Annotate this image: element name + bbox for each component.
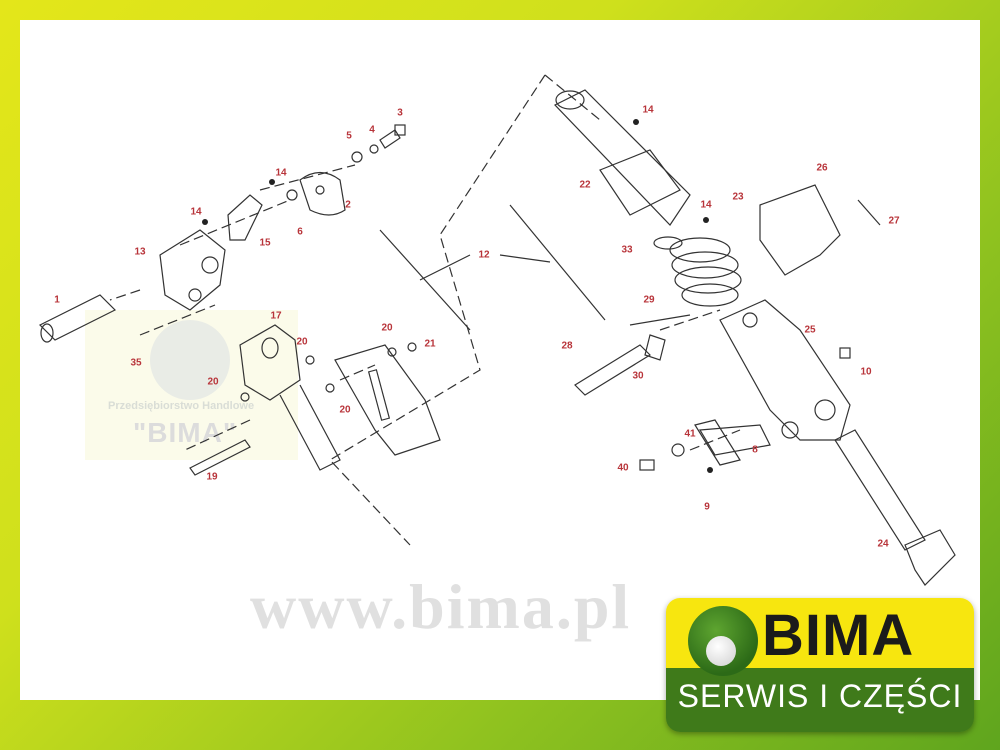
- label-17: 17: [270, 310, 282, 322]
- watermark-logo: [150, 320, 230, 400]
- leader-12b: [509, 204, 606, 321]
- label-20: 20: [207, 376, 219, 388]
- bima-logo: BIMA SERWIS I CZĘŚCI: [666, 598, 974, 732]
- part-17-clevis: [239, 324, 341, 471]
- part-3-bolt: [379, 124, 406, 149]
- part-14-grease-nipples: [202, 119, 713, 473]
- assembly-dashed-lines: [109, 74, 741, 546]
- label-5: 5: [346, 130, 352, 142]
- watermark-url: www.bima.pl: [250, 571, 632, 642]
- label-12: 12: [478, 249, 490, 261]
- label-29: 29: [643, 294, 655, 306]
- part-5-washer: [351, 151, 363, 163]
- label-15: 15: [259, 237, 271, 249]
- label-20: 20: [381, 322, 393, 334]
- part-15-pin: [227, 194, 263, 241]
- part-10-bolt: [839, 347, 851, 359]
- logo-name: BIMA: [762, 603, 915, 668]
- part-28-pin: [574, 344, 651, 396]
- label-14: 14: [642, 104, 654, 116]
- label-9: 9: [704, 501, 710, 513]
- label-26: 26: [816, 162, 828, 174]
- label-28: 28: [561, 340, 573, 352]
- label-24: 24: [877, 538, 889, 550]
- label-1: 1: [54, 294, 60, 306]
- watermark-name: "BIMA": [133, 417, 238, 448]
- label-13: 13: [134, 246, 146, 258]
- label-35: 35: [130, 357, 142, 369]
- label-33: 33: [621, 244, 633, 256]
- part-29-pin: [629, 314, 691, 326]
- label-14: 14: [700, 199, 712, 211]
- label-40: 40: [617, 462, 629, 474]
- leader-12a: [379, 229, 471, 331]
- label-20: 20: [296, 336, 308, 348]
- label-19: 19: [206, 471, 218, 483]
- part-24-bolt: [834, 429, 956, 586]
- label-14: 14: [190, 206, 202, 218]
- part-1-pin: [38, 294, 117, 343]
- label-20: 20: [339, 404, 351, 416]
- part-26-cover: [759, 184, 841, 276]
- part-4-washer: [369, 144, 379, 154]
- label-6: 6: [297, 226, 303, 238]
- part-19-bolt: [189, 439, 251, 476]
- label-23: 23: [732, 191, 744, 203]
- part-6-washer: [286, 189, 298, 201]
- part-40-bolt: [639, 459, 655, 471]
- label-2: 2: [345, 199, 351, 211]
- label-22: 22: [579, 179, 591, 191]
- label-4: 4: [369, 124, 375, 136]
- part-30-clip: [644, 334, 666, 361]
- part-13-clevis: [159, 229, 226, 311]
- logo-tagline: SERWIS I CZĘŚCI: [677, 678, 963, 714]
- label-8: 8: [752, 444, 758, 456]
- part-8-pin: [694, 419, 771, 466]
- label-25: 25: [804, 324, 816, 336]
- part-22-cylinder: [554, 89, 691, 226]
- label-3: 3: [397, 107, 403, 119]
- logo-white-ball-icon: [706, 636, 736, 666]
- label-21: 21: [424, 338, 436, 350]
- label-10: 10: [860, 366, 872, 378]
- part-33-ring: [653, 236, 683, 250]
- part-25-link: [719, 299, 851, 441]
- label-41: 41: [684, 428, 696, 440]
- label-30: 30: [632, 370, 644, 382]
- part-23-bellows: [669, 237, 742, 307]
- part-2-plate: [299, 171, 346, 216]
- label-14: 14: [275, 167, 287, 179]
- part-18-bracket: [334, 344, 441, 456]
- watermark-company: Przedsiębiorstwo Handlowe: [108, 400, 255, 412]
- part-41-washer: [671, 443, 685, 457]
- part-27-pin: [857, 199, 881, 226]
- label-27: 27: [888, 215, 900, 227]
